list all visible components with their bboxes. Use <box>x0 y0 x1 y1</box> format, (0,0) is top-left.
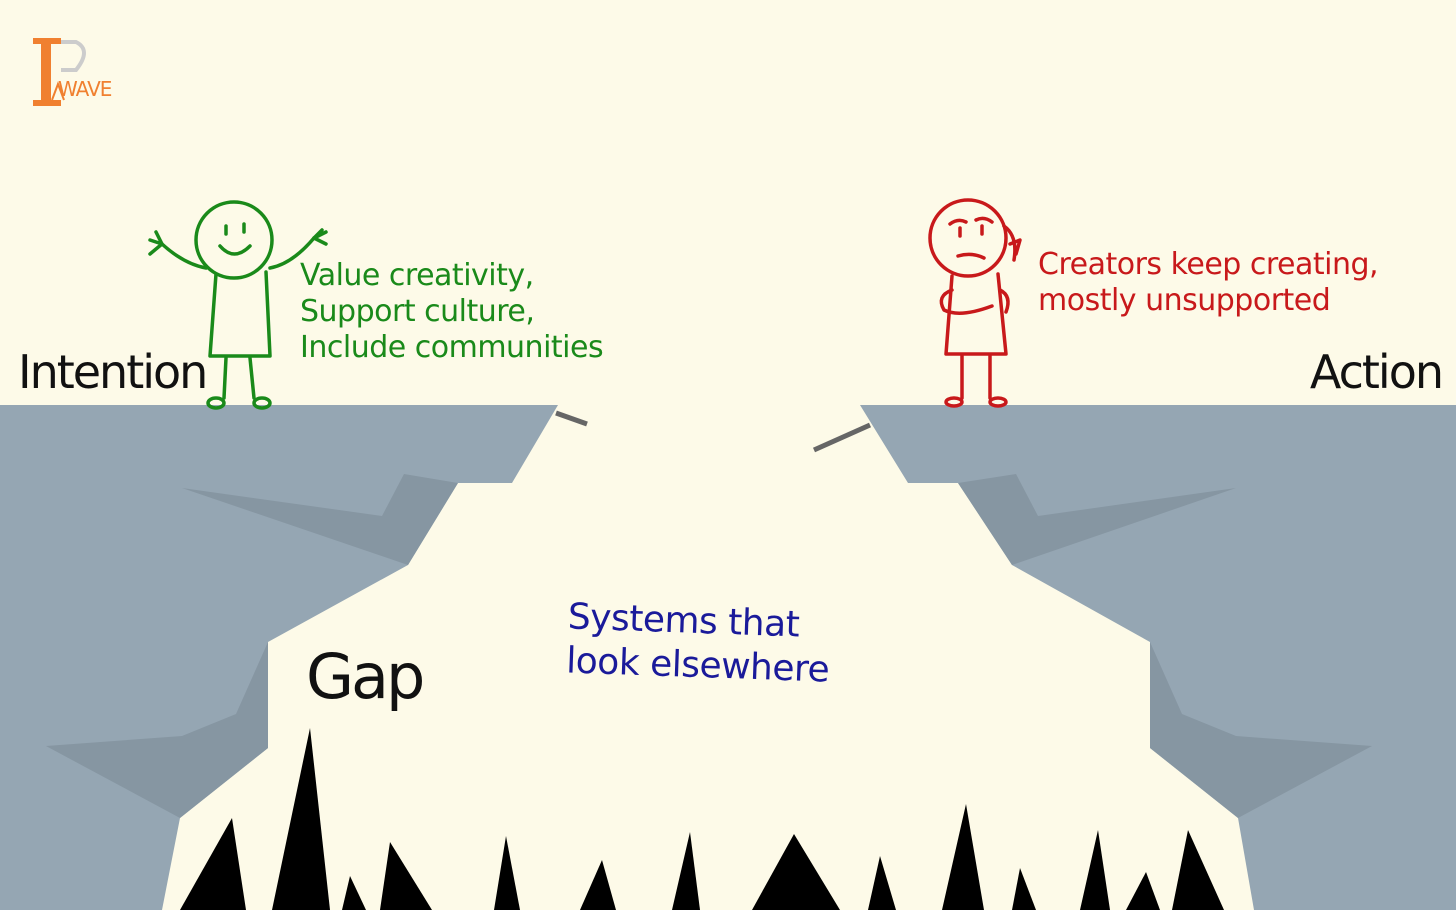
bridge-stub-right <box>812 422 872 453</box>
right-cliff-shadow-lower <box>1150 642 1372 818</box>
sad-stick-figure <box>928 198 1022 408</box>
right-cliff <box>860 405 1456 910</box>
logo-mark <box>33 38 86 106</box>
right-cliff-shadow-upper <box>958 474 1236 565</box>
gap-note: Systems that look elsewhere <box>565 596 830 691</box>
intention-note: Value creativity, Support culture, Inclu… <box>300 258 604 365</box>
bridge-stub-left <box>555 410 588 427</box>
left-cliff <box>0 405 558 910</box>
logo-text: WAVE <box>58 77 112 101</box>
spikes <box>180 728 1224 910</box>
action-label: Action <box>1309 345 1444 399</box>
left-cliff-shadow-lower <box>46 642 268 818</box>
action-note: Creators keep creating, mostly unsupport… <box>1038 247 1379 318</box>
left-cliff-shadow-upper <box>182 474 458 565</box>
happy-stick-figure <box>148 200 328 410</box>
gap-label: Gap <box>306 640 425 713</box>
intention-label: Intention <box>18 345 208 399</box>
